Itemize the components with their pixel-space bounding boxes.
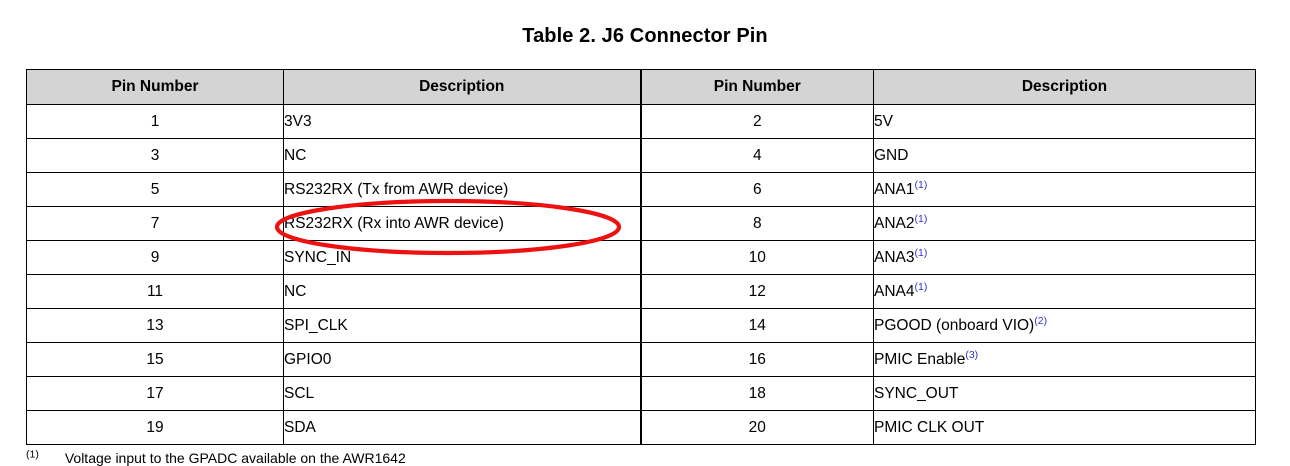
cell-description-left: SDA [283,410,642,445]
cell-pin-number-left: 1 [26,104,284,139]
cell-pin-number-left: 9 [26,240,284,275]
cell-description-left: NC [283,138,642,173]
cell-description-right-label: GND [874,146,909,164]
cell-description-left: RS232RX (Rx into AWR device) [283,206,642,241]
j6-connector-pin-table: Pin Number Description Pin Number Descri… [26,69,1256,445]
cell-pin-number-right: 12 [640,274,874,309]
cell-description-left: SYNC_IN [283,240,642,275]
cell-description-right-label: 5V [874,112,893,130]
cell-description-right: PGOOD (onboard VIO)(2) [873,308,1256,343]
cell-description-right-label: ANA2 [874,214,915,232]
page-title: Table 2. J6 Connector Pin [522,25,768,47]
cell-description-right: ANA1(1) [873,172,1256,207]
cell-pin-number-left: 11 [26,274,284,309]
cell-pin-number-right: 4 [640,138,874,173]
cell-description-left: 3V3 [283,104,642,139]
cell-description-right: PMIC CLK OUT [873,410,1256,445]
cell-description-right: ANA4(1) [873,274,1256,309]
pin-table-container: Pin Number Description Pin Number Descri… [26,69,1256,445]
footnote-1: (1) Voltage input to the GPADC available … [26,448,406,466]
cell-pin-number-left: 7 [26,206,284,241]
cell-description-right: SYNC_OUT [873,376,1256,411]
cell-pin-number-right: 2 [640,104,874,139]
cell-description-right-label: ANA4 [874,282,915,300]
cell-pin-number-right: 8 [640,206,874,241]
footnote-reference-link[interactable]: (1) [914,212,928,225]
table-header: Pin Number Description Pin Number Descri… [26,69,1256,105]
cell-description-right: ANA3(1) [873,240,1256,275]
column-header-description-right: Description [873,69,1256,105]
cell-description-right: 5V [873,104,1256,139]
cell-description-left: SCL [283,376,642,411]
cell-description-left: NC [283,274,642,309]
footnote-reference-link[interactable]: (2) [1034,314,1048,327]
cell-description-right-label: ANA3 [874,248,915,266]
cell-description-right-label: PGOOD (onboard VIO) [874,316,1035,334]
cell-description-right: GND [873,138,1256,173]
cell-pin-number-right: 18 [640,376,874,411]
footnote-1-text: Voltage input to the GPADC available on … [64,450,406,466]
cell-description-right: ANA2(1) [873,206,1256,241]
cell-pin-number-left: 15 [26,342,284,377]
cell-description-right-label: ANA1 [874,180,915,198]
cell-pin-number-right: 6 [640,172,874,207]
cell-description-right: PMIC Enable(3) [873,342,1256,377]
footnote-reference-link[interactable]: (1) [914,178,928,191]
column-header-pin-number-right: Pin Number [640,69,874,105]
cell-description-right-label: PMIC CLK OUT [874,418,985,436]
cell-pin-number-right: 14 [640,308,874,343]
footnote-reference-link[interactable]: (1) [914,246,928,259]
cell-description-left: SPI_CLK [283,308,642,343]
cell-pin-number-right: 20 [640,410,874,445]
cell-pin-number-left: 17 [26,376,284,411]
cell-pin-number-left: 5 [26,172,284,207]
cell-pin-number-left: 3 [26,138,284,173]
cell-description-left: RS232RX (Tx from AWR device) [283,172,642,207]
column-header-description-left: Description [283,69,642,105]
cell-pin-number-right: 10 [640,240,874,275]
table-header-row: Pin Number Description Pin Number Descri… [26,69,1256,105]
cell-pin-number-right: 16 [640,342,874,377]
footnote-reference-link[interactable]: (1) [914,280,928,293]
cell-pin-number-left: 13 [26,308,284,343]
cell-description-right-label: SYNC_OUT [874,384,959,402]
cell-description-right-label: PMIC Enable [874,350,966,368]
cell-description-left: GPIO0 [283,342,642,377]
cell-pin-number-left: 19 [26,410,284,445]
footnote-1-marker: (1) [26,448,39,461]
footnote-reference-link[interactable]: (3) [965,348,979,361]
column-header-pin-number-left: Pin Number [26,69,284,105]
